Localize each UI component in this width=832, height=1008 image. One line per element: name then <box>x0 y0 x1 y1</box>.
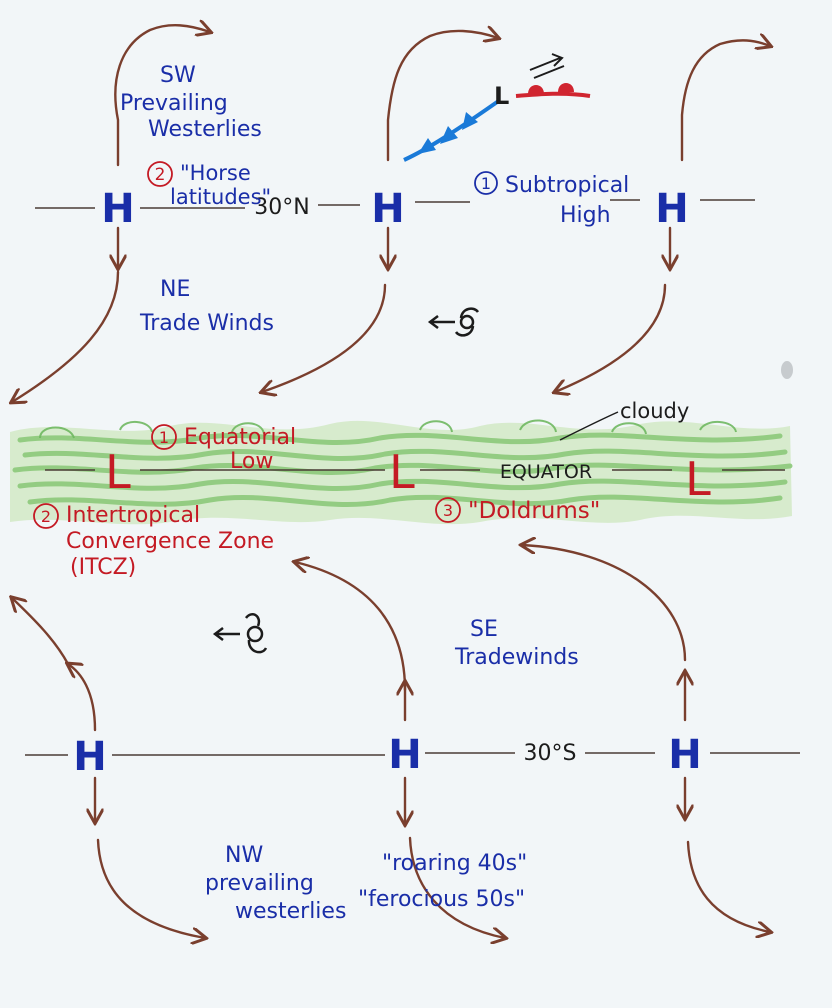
nw-westerlies-label: westerlies <box>235 899 346 924</box>
equator-label: EQUATOR <box>500 461 592 483</box>
westerly-arrow-1 <box>114 25 210 167</box>
latitude-30s-label: 30°S <box>524 741 577 766</box>
nw-westerly-arrow-3 <box>686 840 770 932</box>
svg-text:(ITCZ): (ITCZ) <box>70 555 136 580</box>
low-pressure-equator-3: L <box>685 452 711 506</box>
svg-text:H: H <box>73 734 106 780</box>
cloud-band <box>10 419 793 525</box>
westerly-arrow-2 <box>386 31 498 162</box>
ne-trade-winds-label: Trade Winds <box>139 311 274 336</box>
wind-arrows <box>12 25 770 938</box>
high-pressure-north-2: H <box>371 186 404 232</box>
nw-westerly-arrow-1 <box>96 838 205 938</box>
ferocious-50s-label: "ferocious 50s" <box>358 887 525 912</box>
smudge <box>781 361 793 379</box>
hurricane-symbol-north <box>427 307 480 337</box>
svg-text:Convergence Zone: Convergence Zone <box>66 529 274 554</box>
ne-trade-arrow-1 <box>12 270 120 402</box>
latitude-lines <box>25 199 800 756</box>
westerly-arrow-3 <box>680 40 770 162</box>
svg-text:"Horse: "Horse <box>180 161 251 185</box>
svg-text:H: H <box>668 732 701 778</box>
svg-text:2: 2 <box>41 507 51 526</box>
svg-text:2: 2 <box>155 165 166 185</box>
svg-text:H: H <box>101 186 134 232</box>
nw-westerly-arrow-2 <box>408 836 505 938</box>
ne-trade-arrow-3 <box>555 283 667 392</box>
horse-latitudes-note: 2 "Horse latitudes" <box>147 161 271 209</box>
ne-label: NE <box>160 277 190 302</box>
svg-text:Low: Low <box>230 449 273 474</box>
high-pressure-north-3: H <box>655 186 688 232</box>
latitude-30n-label: 30°N <box>254 195 309 220</box>
svg-text:Equatorial: Equatorial <box>184 425 296 450</box>
svg-text:High: High <box>560 203 611 228</box>
equatorial-low-note: 1 Equatorial Low <box>151 424 296 474</box>
low-pressure-equator-1: L <box>105 445 131 499</box>
sw-westerlies-label: Westerlies <box>148 117 262 142</box>
nw-label: NW <box>225 843 263 868</box>
low-pressure-equator-2: L <box>389 445 415 499</box>
hurricane-symbol-south <box>212 613 268 654</box>
svg-text:3: 3 <box>443 501 453 520</box>
cloudy-pointer <box>559 411 619 441</box>
ne-trade-arrow-2 <box>262 283 387 392</box>
svg-text:Subtropical: Subtropical <box>505 173 629 198</box>
sw-prevailing-label: Prevailing <box>120 91 228 116</box>
svg-text:H: H <box>388 732 421 778</box>
svg-text:1: 1 <box>481 174 491 193</box>
sw-label: SW <box>160 63 196 88</box>
svg-text:L: L <box>105 445 131 499</box>
svg-text:H: H <box>655 186 688 232</box>
se-label: SE <box>470 617 498 642</box>
cloudy-label: cloudy <box>620 399 689 423</box>
svg-text:Intertropical: Intertropical <box>66 503 200 528</box>
svg-text:L: L <box>389 445 415 499</box>
svg-text:1: 1 <box>159 428 169 447</box>
svg-text:L: L <box>685 452 711 506</box>
roaring-40s-label: "roaring 40s" <box>382 851 527 876</box>
se-trade-arrow-1 <box>295 562 407 692</box>
high-pressure-north-1: H <box>101 186 134 232</box>
weather-front-symbol: L <box>403 53 591 162</box>
svg-text:L: L <box>494 82 509 110</box>
itcz-note: 2 Intertropical Convergence Zone (ITCZ) <box>33 503 274 580</box>
nw-prevailing-label: prevailing <box>205 871 314 896</box>
se-trade-winds-label: Tradewinds <box>454 645 579 670</box>
svg-text:H: H <box>371 186 404 232</box>
doldrums-note: 3 "Doldrums" <box>435 497 600 524</box>
se-trade-arrow-2 <box>522 545 687 662</box>
high-pressure-south-1: H <box>73 734 106 780</box>
svg-text:"Doldrums": "Doldrums" <box>468 498 600 524</box>
subtropical-high-note: 1 Subtropical High <box>474 171 629 228</box>
high-pressure-south-3: H <box>668 732 701 778</box>
high-pressure-south-2: H <box>388 732 421 778</box>
svg-text:latitudes": latitudes" <box>170 185 271 209</box>
